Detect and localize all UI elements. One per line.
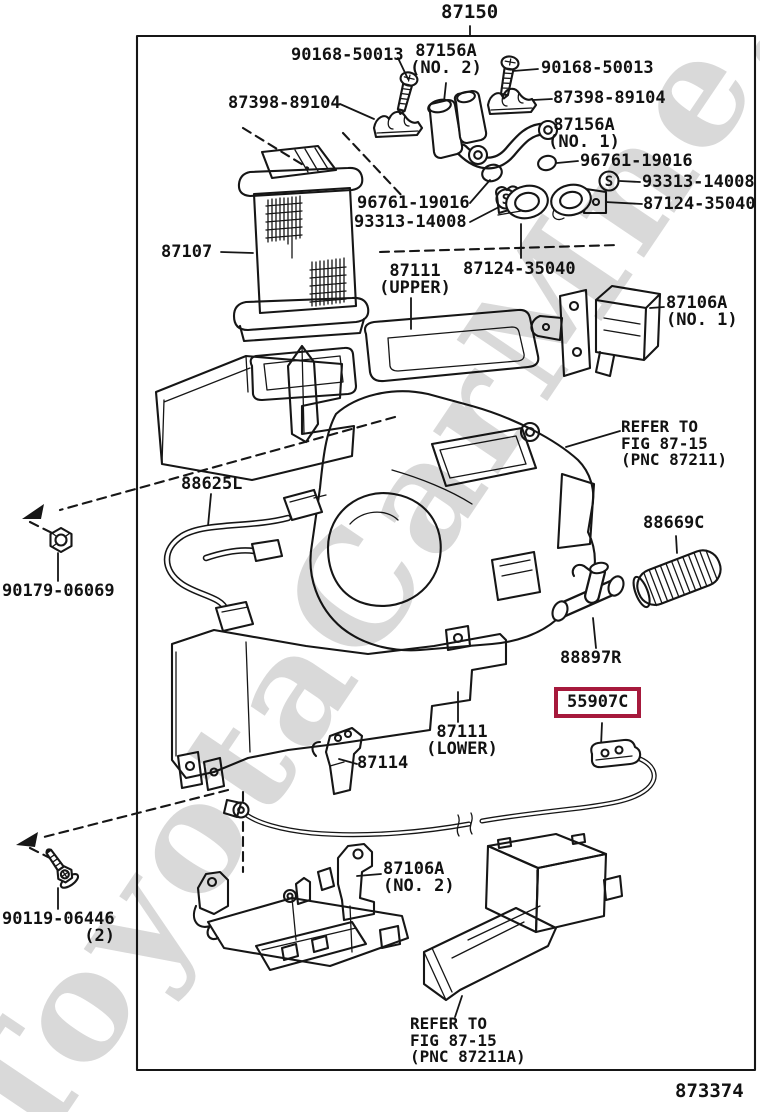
part-variant: (NO. 1): [548, 132, 620, 152]
heater-core-drawing: [232, 144, 370, 343]
part-label-87111-upper: 87111 (UPPER): [377, 263, 453, 297]
part-number: 87106A: [666, 293, 728, 313]
screw-symbol-s-right: S: [605, 174, 613, 190]
pipe-clamp-drawing-left: [372, 110, 424, 139]
servo-assembly-no2-drawing: [192, 842, 410, 972]
refer-line: REFER TO: [621, 417, 699, 436]
nut-drawing: [49, 526, 73, 554]
duct-box-drawing: [484, 832, 624, 934]
part-number: 90119-06446: [2, 909, 115, 929]
part-label-87398-89104-left: 87398-89104: [228, 93, 341, 113]
part-label-90168-50013-left: 90168-50013: [291, 45, 404, 65]
part-label-96761-19016-left: 96761-19016: [357, 193, 470, 213]
highlighted-part-label-55907c: 55907C: [554, 687, 642, 718]
part-label-90168-50013-right: 90168-50013: [541, 58, 654, 78]
part-variant: (LOWER): [426, 739, 498, 759]
part-label-96761-19016-right: 96761-19016: [580, 151, 693, 171]
figure-code: 873374: [675, 1080, 744, 1102]
angled-duct-drawing: [422, 905, 558, 1002]
refer-line: (PNC 87211A): [410, 1047, 526, 1066]
lower-case-drawing: [170, 628, 508, 792]
refer-line: (PNC 87211): [621, 450, 727, 469]
pipe-clamp-drawing-right: [486, 87, 538, 116]
part-label-87124-35040-right: 87124-35040: [643, 194, 756, 214]
part-label-88625l: 88625L: [181, 474, 243, 494]
part-label-87106a-no1: 87106A (NO. 1): [666, 295, 738, 329]
assembly-dashed-lines: [28, 126, 620, 874]
diagram-border: [135, 34, 757, 1072]
screw-drawing-left: [396, 71, 419, 115]
part-label-87156a-no1: 87156A (NO. 1): [548, 117, 620, 151]
part-label-87107: 87107: [161, 242, 213, 262]
part-label-87111-lower: 87111 (LOWER): [421, 724, 503, 758]
part-label-87124-35040-center: 87124-35040: [463, 259, 576, 279]
pipe-grommet-drawing-right: [550, 183, 608, 221]
refer-note-87211: REFER TO FIG 87-15 (PNC 87211): [621, 417, 727, 469]
screw-drawing-right: [499, 55, 520, 100]
o-ring-drawing-left: [481, 163, 503, 183]
dashed-arrowhead-lower: [16, 832, 38, 847]
wire-harness-drawing: [163, 488, 327, 633]
thermistor-wire-drawing: [222, 738, 657, 838]
part-label-90119-06446: 90119-06446 (2): [2, 911, 115, 945]
refer-line: FIG 87-15: [410, 1030, 497, 1050]
part-number: 87111: [436, 722, 488, 742]
servo-motor-no1-drawing: [530, 284, 662, 378]
corrugated-hose-drawing: [632, 549, 722, 609]
part-number: 87106A: [383, 859, 445, 879]
part-label-88897r: 88897R: [560, 648, 622, 668]
part-label-87114: 87114: [357, 753, 409, 773]
dashed-arrowhead-upper: [22, 504, 44, 519]
t-pipe-drawing: [551, 561, 625, 622]
pipe-grommet-drawing-center: [495, 184, 549, 220]
bracket-87114-drawing: [311, 726, 364, 796]
part-variant: (NO. 2): [410, 58, 482, 78]
bolt-drawing: [45, 848, 80, 889]
refer-line: REFER TO: [410, 1014, 488, 1033]
part-label-87150: 87150: [441, 1, 499, 23]
part-label-93313-14008-right: 93313-14008: [642, 172, 755, 192]
refer-line: FIG 87-15: [621, 433, 708, 453]
part-variant: (NO. 2): [383, 876, 455, 896]
water-pipes-drawing: [427, 89, 559, 170]
part-number: 87111: [389, 261, 441, 281]
part-label-87156a-no2: 87156A (NO. 2): [410, 43, 482, 77]
refer-note-87211a: REFER TO FIG 87-15 (PNC 87211A): [410, 1014, 526, 1066]
part-label-93313-14008-left: 93313-14008: [354, 212, 467, 232]
part-number: 87156A: [415, 41, 477, 61]
o-ring-drawing-right: [537, 154, 557, 172]
part-variant: (NO. 1): [666, 310, 738, 330]
part-number: 87156A: [553, 115, 615, 135]
part-label-88669c: 88669C: [643, 513, 705, 533]
screw-symbol-right: S: [598, 170, 620, 192]
part-variant: (UPPER): [379, 278, 451, 298]
part-label-87106a-no2: 87106A (NO. 2): [383, 861, 455, 895]
part-label-87398-89104-right: 87398-89104: [553, 88, 666, 108]
part-quantity: (2): [84, 926, 115, 946]
part-label-90179-06069: 90179-06069: [2, 581, 115, 601]
